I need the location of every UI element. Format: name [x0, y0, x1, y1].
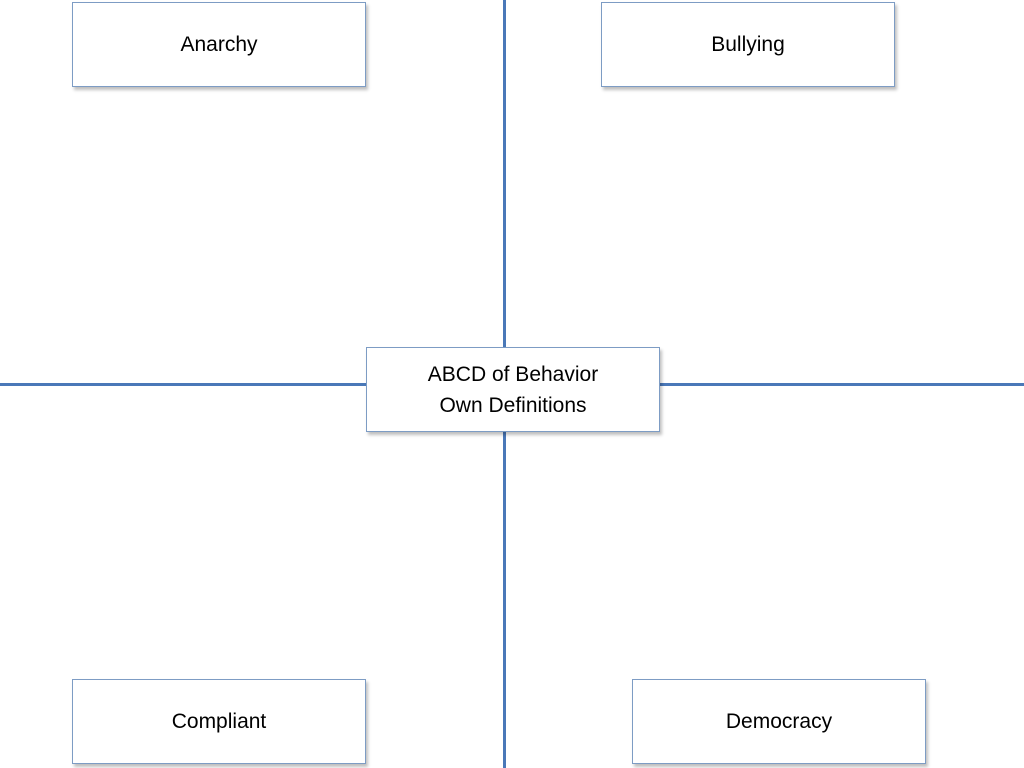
quadrant-box-top-right: Bullying	[601, 2, 895, 87]
horizontal-axis-right	[659, 383, 1024, 386]
quadrant-box-bottom-left: Compliant	[72, 679, 366, 764]
quadrant-label-compliant: Compliant	[171, 710, 267, 733]
center-title-line-2: Own Definitions	[439, 393, 587, 417]
quadrant-label-anarchy: Anarchy	[180, 33, 258, 56]
quadrant-label-democracy: Democracy	[725, 710, 833, 733]
center-title-line-1: ABCD of Behavior	[427, 362, 599, 386]
center-box: ABCD of Behavior Own Definitions	[366, 347, 660, 432]
quadrant-box-top-left: Anarchy	[72, 2, 366, 87]
vertical-axis-bottom	[503, 430, 506, 768]
quadrant-label-bullying: Bullying	[711, 33, 785, 56]
horizontal-axis-left	[0, 383, 367, 386]
vertical-axis-top	[503, 0, 506, 349]
quadrant-box-bottom-right: Democracy	[632, 679, 926, 764]
